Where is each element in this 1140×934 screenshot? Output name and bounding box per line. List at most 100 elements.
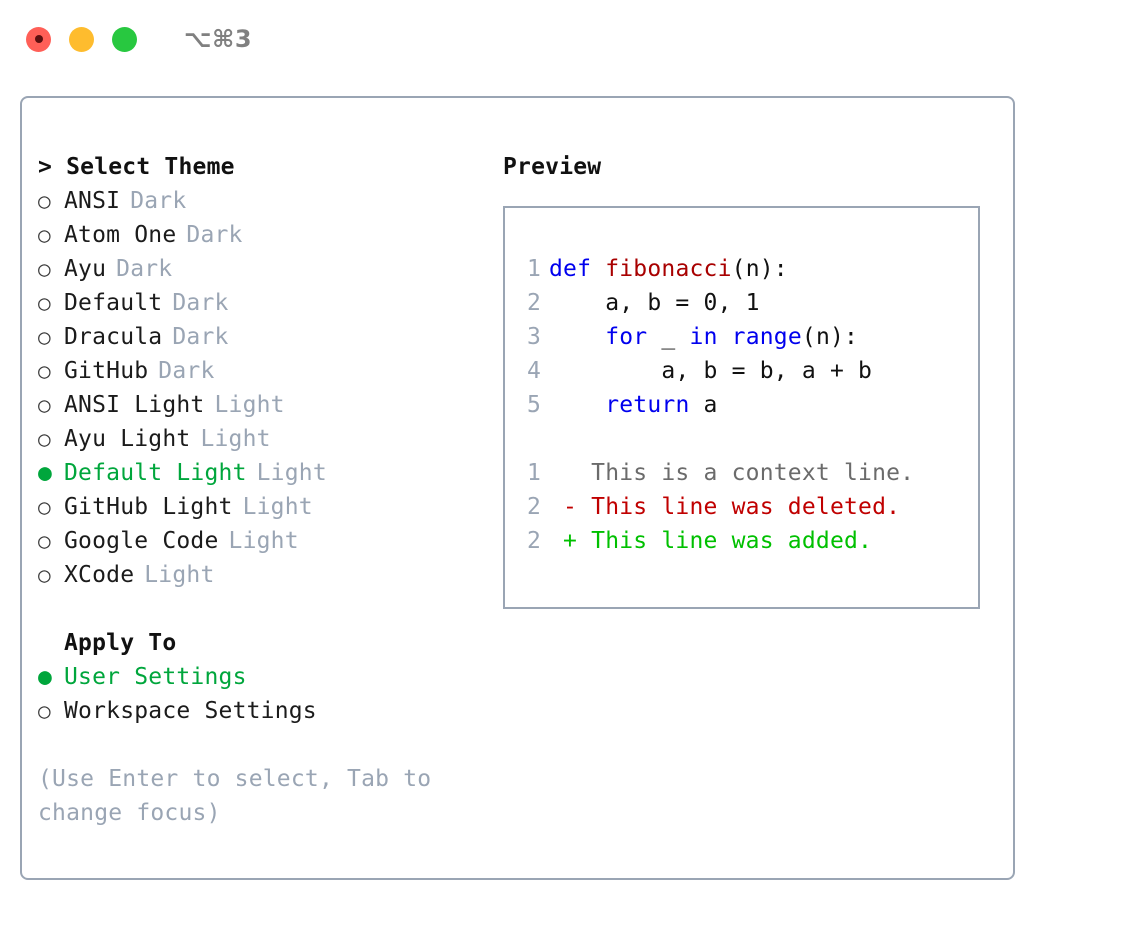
diff-line-text: This is a context line. bbox=[549, 460, 915, 486]
theme-item-variant-tag: Light bbox=[144, 562, 215, 588]
radio-selected-icon: ● bbox=[38, 460, 53, 486]
radio-unselected-icon: ○ bbox=[38, 223, 51, 247]
theme-item-variant-tag: Light bbox=[242, 494, 313, 520]
theme-item-label: Ayu Light bbox=[64, 426, 191, 452]
code-line-text: def fibonacci(n): bbox=[549, 252, 788, 286]
code-token-kw: return bbox=[605, 392, 690, 418]
theme-item-label: ANSI Light bbox=[64, 392, 205, 418]
theme-item-google-code[interactable]: ○ Google Code Light bbox=[38, 524, 488, 558]
code-line-number: 5 bbox=[526, 392, 541, 418]
list-spacer bbox=[38, 592, 488, 626]
code-line-number: 4 bbox=[526, 358, 541, 384]
minimize-button-icon[interactable] bbox=[69, 26, 94, 52]
theme-item-label: Default bbox=[64, 290, 163, 316]
diff-line-text: - This line was deleted. bbox=[549, 494, 901, 520]
code-line-number: 2 bbox=[526, 290, 541, 316]
code-token-kw: def bbox=[549, 256, 606, 282]
theme-item-label: Google Code bbox=[64, 528, 219, 554]
preview-title: Preview bbox=[503, 154, 602, 180]
code-token-kw: for bbox=[605, 324, 648, 350]
theme-item-variant-tag: Dark bbox=[172, 290, 229, 316]
radio-unselected-icon: ○ bbox=[38, 699, 51, 723]
theme-item-ayu-light[interactable]: ○ Ayu Light Light bbox=[38, 422, 488, 456]
code-token-plain: _ bbox=[647, 324, 690, 350]
apply-to-item-user-settings[interactable]: ●User Settings bbox=[38, 660, 488, 694]
diff-line-text: + This line was added. bbox=[549, 528, 873, 554]
theme-item-variant-tag: Dark bbox=[116, 256, 173, 282]
theme-item-variant-tag: Dark bbox=[186, 222, 243, 248]
code-line-text: return a bbox=[549, 388, 718, 422]
diff-line-add: 2 + This line was added. bbox=[505, 524, 978, 558]
theme-item-default-light[interactable]: ● Default Light Light bbox=[38, 456, 488, 490]
code-token-plain: (n): bbox=[801, 324, 859, 350]
radio-unselected-icon: ○ bbox=[38, 291, 51, 315]
code-token-plain: a, b = 0, 1 bbox=[549, 290, 760, 316]
close-button-icon[interactable] bbox=[26, 26, 51, 52]
apply-to-item-workspace-settings[interactable]: ○Workspace Settings bbox=[38, 694, 488, 728]
theme-item-variant-tag: Light bbox=[256, 460, 327, 486]
radio-selected-icon: ● bbox=[38, 664, 53, 690]
theme-item-variant-tag: Light bbox=[228, 528, 299, 554]
code-token-plain bbox=[549, 392, 605, 418]
radio-unselected-icon: ○ bbox=[38, 393, 51, 417]
theme-item-variant-tag: Dark bbox=[158, 358, 215, 384]
theme-item-label: Ayu bbox=[64, 256, 107, 282]
code-diff-gap bbox=[505, 422, 978, 456]
apply-to-header: Apply To bbox=[64, 630, 177, 656]
theme-item-ansi-light[interactable]: ○ ANSI Light Light bbox=[38, 388, 488, 422]
radio-unselected-icon: ○ bbox=[38, 257, 51, 281]
radio-unselected-icon: ○ bbox=[38, 325, 51, 349]
theme-item-label: Atom One bbox=[64, 222, 177, 248]
theme-item-default[interactable]: ○ Default Dark bbox=[38, 286, 488, 320]
radio-unselected-icon: ○ bbox=[38, 427, 51, 451]
traffic-lights bbox=[26, 26, 137, 52]
window-title: ⌥⌘3 bbox=[184, 25, 253, 53]
theme-item-ayu[interactable]: ○ Ayu Dark bbox=[38, 252, 488, 286]
code-line-text: a, b = 0, 1 bbox=[549, 286, 760, 320]
theme-item-dracula[interactable]: ○ Dracula Dark bbox=[38, 320, 488, 354]
theme-item-label: ANSI bbox=[64, 188, 121, 214]
theme-item-label: GitHub Light bbox=[64, 494, 233, 520]
radio-unselected-icon: ○ bbox=[38, 495, 51, 519]
theme-item-atom-one[interactable]: ○ Atom One Dark bbox=[38, 218, 488, 252]
code-line-text: for _ in range(n): bbox=[549, 320, 858, 354]
radio-unselected-icon: ○ bbox=[38, 529, 51, 553]
diff-line-number: 2 bbox=[526, 528, 541, 554]
radio-unselected-icon: ○ bbox=[38, 189, 51, 213]
code-token-plain: a, b = b, a + b bbox=[549, 358, 873, 384]
theme-item-github-light[interactable]: ○ GitHub Light Light bbox=[38, 490, 488, 524]
diff-line-del: 2 - This line was deleted. bbox=[505, 490, 978, 524]
theme-item-label: Dracula bbox=[64, 324, 163, 350]
theme-item-label: Default Light bbox=[64, 460, 247, 486]
code-line-number: 3 bbox=[526, 324, 541, 350]
code-line: 1 def fibonacci(n): bbox=[505, 252, 978, 286]
maximize-button-icon[interactable] bbox=[112, 26, 137, 52]
code-token-fn: fibonacci bbox=[605, 256, 732, 282]
theme-item-variant-tag: Light bbox=[214, 392, 285, 418]
recording-dot-icon bbox=[34, 35, 43, 43]
theme-item-variant-tag: Dark bbox=[130, 188, 187, 214]
theme-item-ansi[interactable]: ○ ANSI Dark bbox=[38, 184, 488, 218]
theme-item-label: GitHub bbox=[64, 358, 149, 384]
code-line-text: a, b = b, a + b bbox=[549, 354, 872, 388]
theme-item-variant-tag: Light bbox=[200, 426, 271, 452]
apply-to-list[interactable]: ●User Settings○Workspace Settings bbox=[38, 660, 488, 728]
code-line: 3 for _ in range(n): bbox=[505, 320, 978, 354]
diff-line-ctx: 1 This is a context line. bbox=[505, 456, 978, 490]
theme-item-label: XCode bbox=[64, 562, 135, 588]
diff-line-number: 2 bbox=[526, 494, 541, 520]
theme-item-variant-tag: Dark bbox=[172, 324, 229, 350]
keyboard-hint: (Use Enter to select, Tab to change focu… bbox=[38, 766, 432, 826]
code-token-plain: a bbox=[689, 392, 718, 418]
code-line: 2 a, b = 0, 1 bbox=[505, 286, 978, 320]
code-line-number: 1 bbox=[526, 256, 541, 282]
